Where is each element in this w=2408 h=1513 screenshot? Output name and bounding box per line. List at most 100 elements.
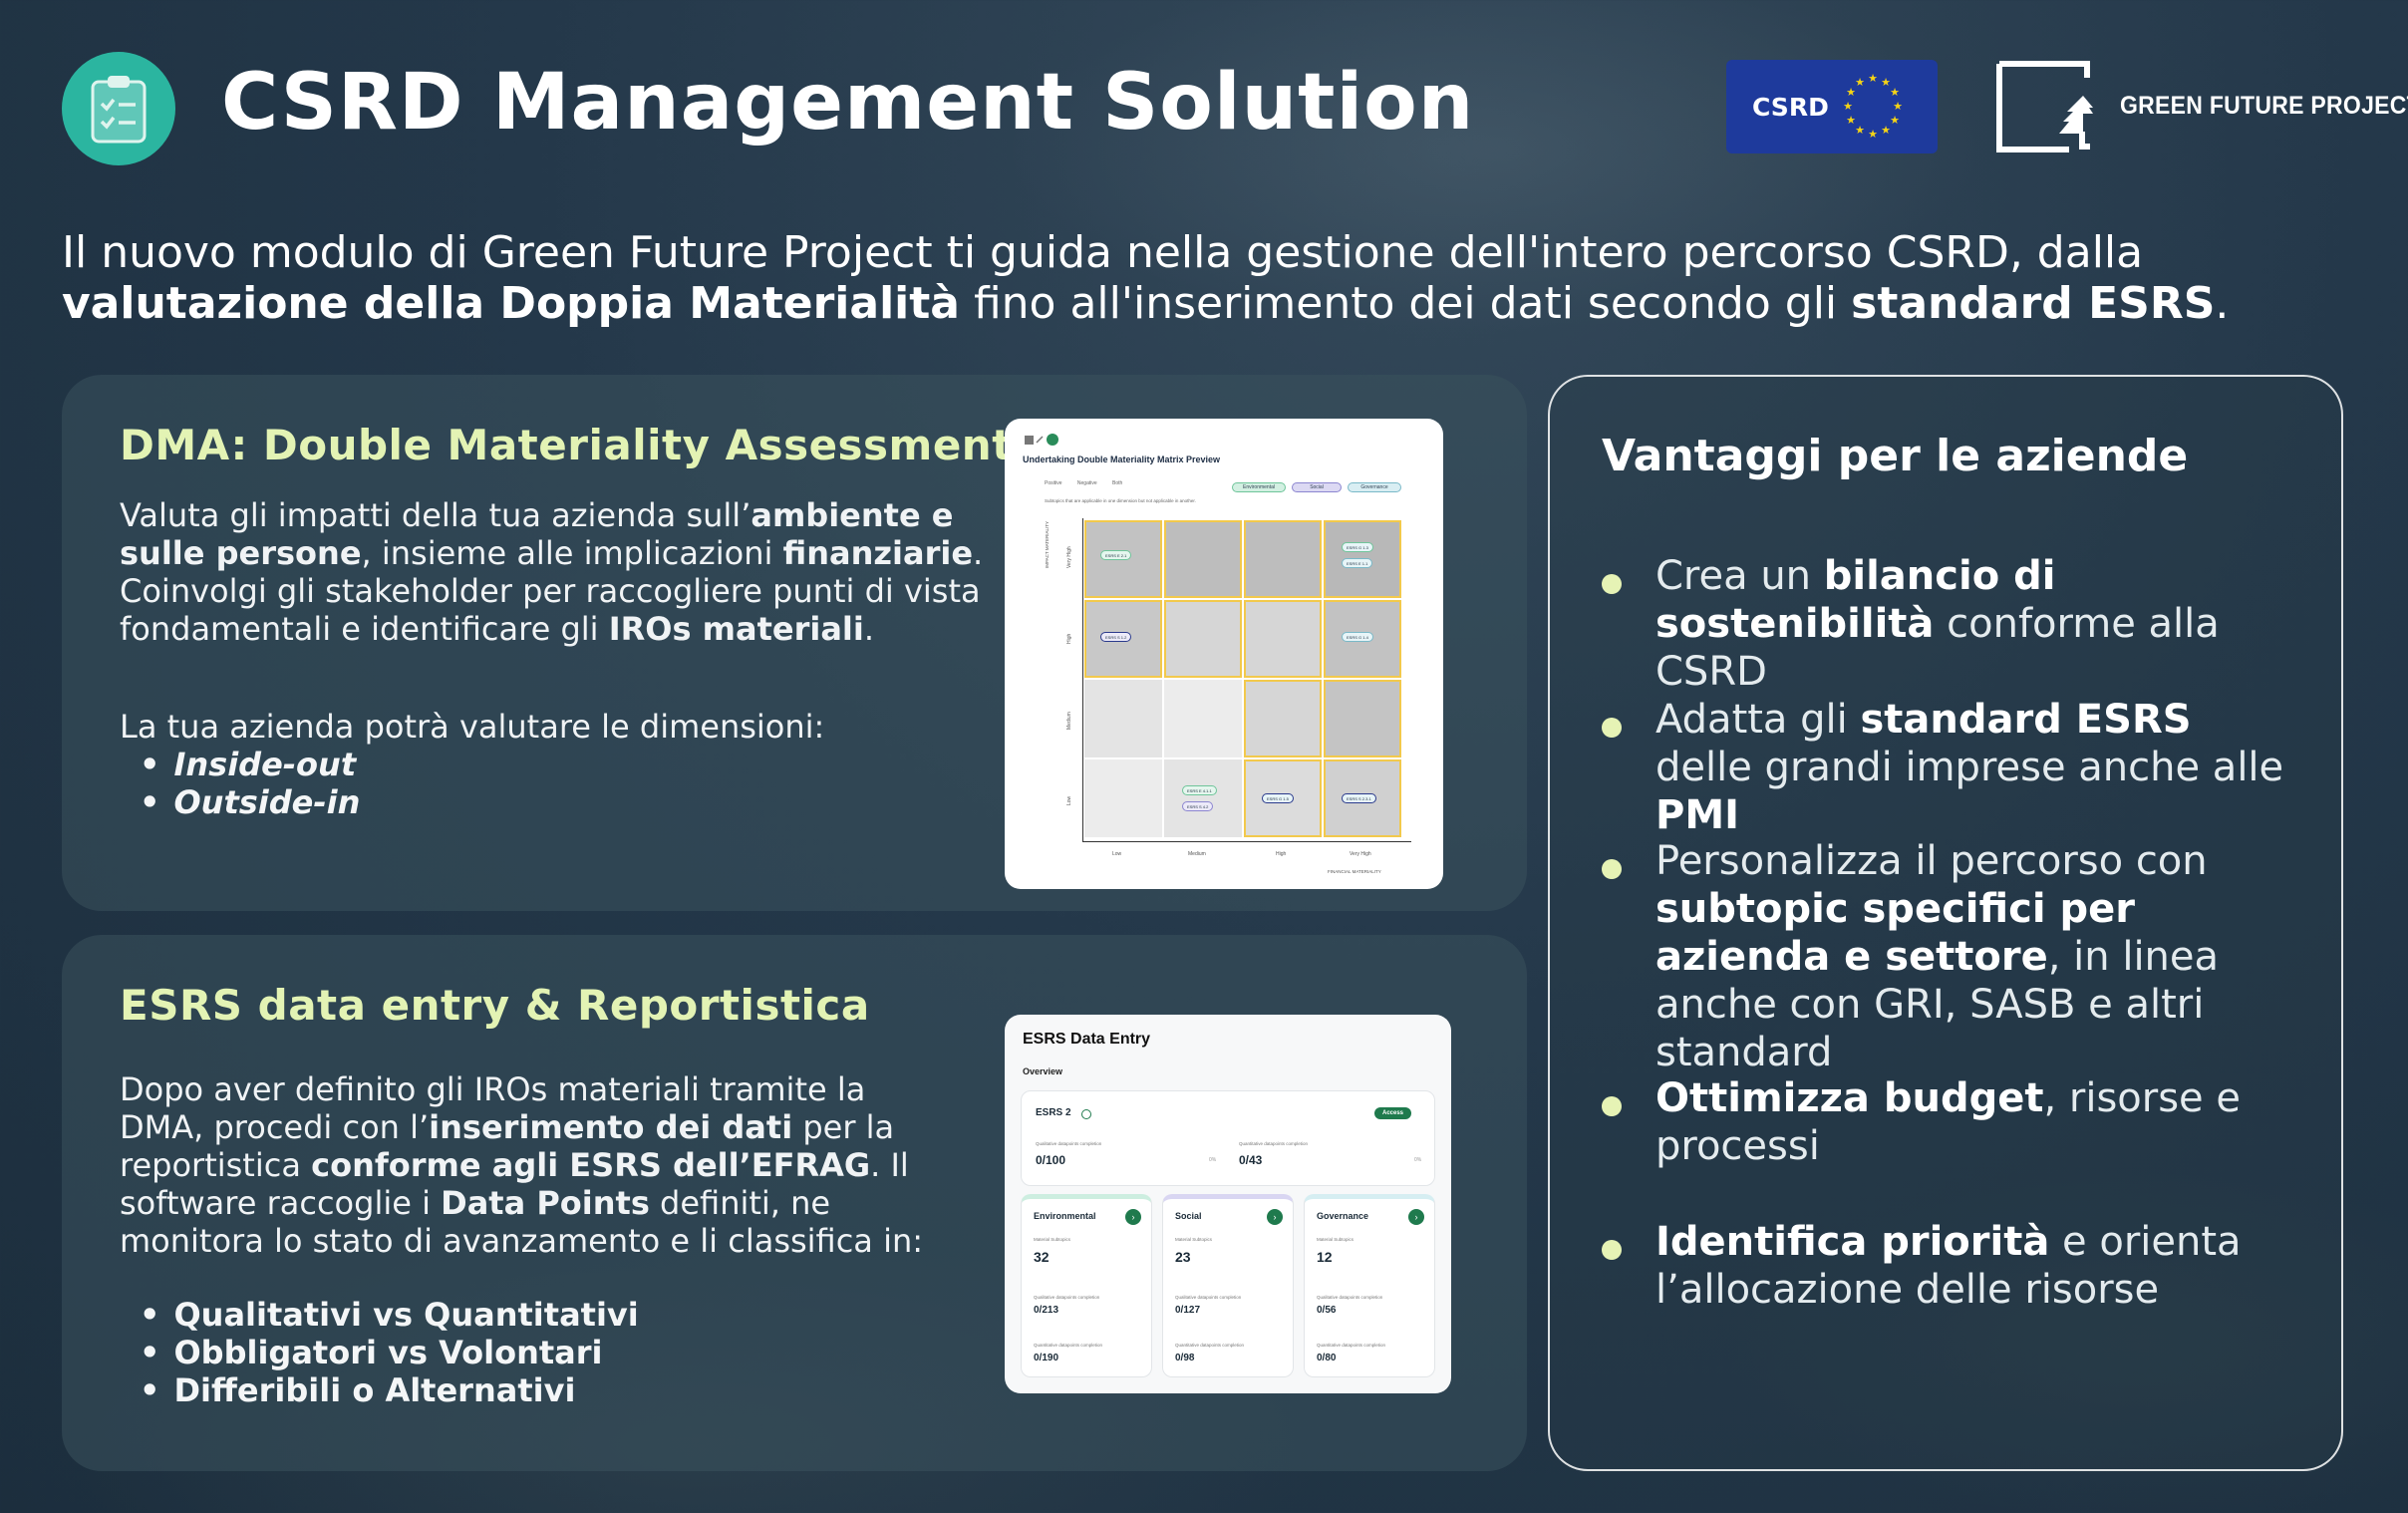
y-tick: High — [1066, 633, 1072, 644]
matrix-chip[interactable]: ESRS G 1.5 — [1262, 793, 1294, 803]
quant-value: 0/80 — [1317, 1353, 1337, 1363]
quant-value: 0/98 — [1175, 1353, 1195, 1363]
clipboard-check-icon — [62, 52, 175, 165]
quant-label: Quantitative datapoints completion — [1175, 1343, 1245, 1348]
bullet-dot — [1602, 859, 1622, 879]
legend-positive: Positive — [1045, 480, 1062, 486]
filter-pill-social[interactable]: Social — [1292, 482, 1342, 492]
y-tick: Low — [1066, 795, 1072, 805]
materiality-matrix-preview: Undertaking Double Materiality Matrix Pr… — [1005, 419, 1443, 889]
access-button[interactable]: Access — [1374, 1107, 1412, 1119]
esrs-overview-label: Overview — [1023, 1066, 1063, 1076]
intro-paragraph: Il nuovo modulo di Green Future Project … — [62, 227, 2230, 329]
dma-heading: DMA: Double Materiality Assessment — [120, 421, 1013, 469]
list-item: Qualitativi vs Quantitativi — [140, 1296, 638, 1334]
green-future-project-name: GREEN FUTURE PROJECT — [2120, 92, 2408, 120]
svg-text:★: ★ — [1868, 72, 1878, 85]
matrix-toolbar-icons — [1025, 434, 1058, 446]
matrix-cell — [1244, 520, 1322, 598]
svg-text:★: ★ — [1881, 76, 1891, 89]
esrs-data-entry-preview: ESRS Data Entry Overview ESRS 2 Access Q… — [1005, 1015, 1451, 1393]
matrix-note: Subtopics that are applicable in one dim… — [1045, 498, 1196, 503]
svg-text:★: ★ — [1855, 76, 1865, 89]
eu-stars-icon: ★★★ ★★★ ★★★ ★★★ — [1843, 72, 1903, 141]
csrd-badge-label: CSRD — [1752, 92, 1829, 122]
x-axis-label: FINANCIAL MATERIALITY — [1328, 869, 1381, 874]
matrix-cell — [1164, 520, 1242, 598]
esrs2-qual-value: 0/100 — [1036, 1153, 1066, 1167]
matrix-legend: Positive Negative Both — [1045, 480, 1136, 486]
list-item: Differibili o Alternativi — [140, 1371, 639, 1409]
governance-card[interactable]: Governance › Material Subtopics 12 Quali… — [1304, 1194, 1435, 1377]
pct-label: 0% — [1209, 1157, 1217, 1163]
quant-label: Quantitative datapoints completion — [1317, 1343, 1386, 1348]
filter-pill-environmental[interactable]: Environmental — [1232, 482, 1286, 492]
matrix-chip[interactable]: ESRS G 1.4 — [1342, 632, 1373, 642]
filter-pill-governance[interactable]: Governance — [1348, 482, 1401, 492]
esrs2-quant-value: 0/43 — [1239, 1153, 1263, 1167]
esrs2-card: ESRS 2 Access Qualitative datapoints com… — [1021, 1090, 1435, 1186]
matrix-cell — [1084, 759, 1162, 837]
matrix-chip[interactable]: ESRS E 4.1.1 — [1182, 785, 1217, 795]
matrix-grid: ESRS E 2.1 ESRS S 1.2 ESRS G 1.3 ESRS E … — [1084, 520, 1403, 839]
subtopics-count: 12 — [1317, 1249, 1333, 1265]
x-tick: Low — [1112, 851, 1122, 857]
csrd-badge: CSRD ★★★ ★★★ ★★★ ★★★ — [1726, 60, 1938, 153]
matrix-cell — [1324, 680, 1401, 757]
y-axis-label: IMPACT MATERIALITY — [1045, 520, 1050, 568]
matrix-chip[interactable]: ESRS E 1.1 — [1342, 558, 1373, 568]
matrix-chip[interactable]: ESRS S 1.2 — [1100, 632, 1132, 642]
svg-text:★: ★ — [1881, 124, 1891, 137]
matrix-title: Undertaking Double Materiality Matrix Pr… — [1023, 454, 1221, 464]
legend-both: Both — [1112, 480, 1123, 486]
matrix-cell — [1084, 680, 1162, 757]
esrs-description: Dopo aver definito gli IROs materiali tr… — [120, 1070, 924, 1260]
qual-value: 0/213 — [1034, 1305, 1059, 1316]
qual-label: Qualitative datapoints completion — [1317, 1295, 1383, 1300]
arrow-right-icon[interactable]: › — [1267, 1209, 1283, 1225]
matrix-chip[interactable]: ESRS G 1.3 — [1342, 542, 1373, 552]
card-name: Social — [1175, 1211, 1202, 1221]
subtopics-label: Material Subtopics — [1175, 1237, 1213, 1242]
list-item: Inside-out — [140, 746, 360, 783]
info-icon — [1081, 1109, 1091, 1119]
card-name: Governance — [1317, 1211, 1369, 1221]
esrs-heading: ESRS data entry & Reportistica — [120, 981, 870, 1030]
qual-label: Qualitative datapoints completion — [1036, 1141, 1102, 1146]
arrow-right-icon[interactable]: › — [1125, 1209, 1141, 1225]
bullet-dot — [1602, 574, 1622, 594]
matrix-chip[interactable]: ESRS S 2.3.1 — [1342, 793, 1376, 803]
qual-label: Qualitative datapoints completion — [1034, 1295, 1100, 1300]
matrix-cell — [1164, 600, 1242, 678]
subtopics-label: Material Subtopics — [1034, 1237, 1071, 1242]
esrs-classes-list: Qualitativi vs Quantitativi Obbligatori … — [140, 1296, 639, 1409]
advantages-panel: Vantaggi per le aziende Crea un bilancio… — [1548, 375, 2343, 1471]
green-future-project-logo — [1996, 61, 2093, 152]
arrow-right-icon[interactable]: › — [1408, 1209, 1424, 1225]
matrix-cell — [1164, 759, 1242, 837]
social-card[interactable]: Social › Material Subtopics 23 Qualitati… — [1162, 1194, 1294, 1377]
svg-text:★: ★ — [1893, 100, 1903, 113]
dma-dimensions-list: Inside-out Outside-in — [140, 746, 360, 821]
dma-description: Valuta gli impatti della tua azienda sul… — [120, 496, 984, 648]
list-item: Obbligatori vs Volontari — [140, 1334, 639, 1371]
matrix-chip[interactable]: ESRS E 2.1 — [1100, 550, 1132, 560]
x-tick: Medium — [1188, 851, 1206, 857]
dma-dimensions-intro: La tua azienda potrà valutare le dimensi… — [120, 708, 825, 746]
matrix-chip[interactable]: ESRS S 4.2 — [1182, 801, 1214, 811]
matrix-cell — [1244, 680, 1322, 757]
svg-text:★: ★ — [1843, 100, 1853, 113]
matrix-cell — [1324, 600, 1401, 678]
svg-text:★: ★ — [1890, 114, 1900, 127]
bullet-dot — [1602, 1240, 1622, 1260]
page-title: CSRD Management Solution — [221, 58, 1475, 148]
esrs-preview-title: ESRS Data Entry — [1023, 1031, 1151, 1048]
svg-text:★: ★ — [1846, 114, 1856, 127]
svg-text:★: ★ — [1890, 86, 1900, 99]
list-item: Outside-in — [140, 783, 360, 821]
esrs2-label: ESRS 2 — [1036, 1107, 1071, 1118]
environmental-card[interactable]: Environmental › Material Subtopics 32 Qu… — [1021, 1194, 1152, 1377]
x-tick: High — [1276, 851, 1287, 857]
bullet-dot — [1602, 1096, 1622, 1116]
quant-label: Quantitative datapoints completion — [1034, 1343, 1103, 1348]
